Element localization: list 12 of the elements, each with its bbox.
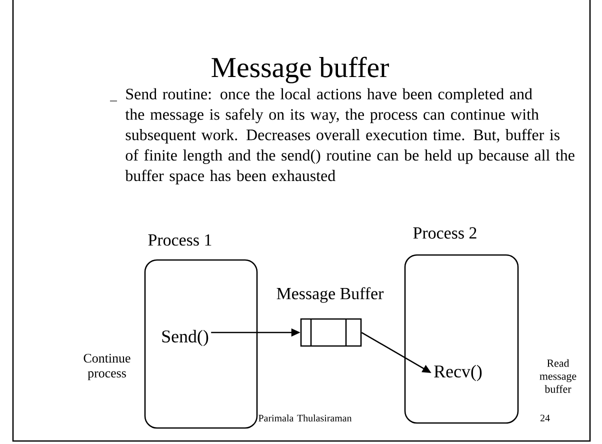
footer-text: Parimala Thulasiraman	[258, 414, 352, 422]
page-number: 24	[540, 414, 550, 422]
node-label: Process 2	[413, 227, 476, 239]
node-label: Message Buffer	[276, 287, 384, 303]
side-note: Continue process	[84, 354, 130, 380]
slide-title: Message buffer	[212, 56, 389, 84]
node-label: Process 1	[148, 234, 212, 246]
side-note: Read message buffer	[540, 359, 576, 393]
function-label: Send()	[162, 330, 208, 346]
bullet-text: Send routine: once the local actions have been completed and the message is safely on its way, the process can continue with subsequent work. Decreases overall execution time. But, buffer is of finite length and the send() routine can be held up because all the buffer space has been exhausted	[125, 88, 574, 184]
function-label: Recv()	[434, 364, 482, 382]
buffer-queue: Message Buffer	[275, 286, 385, 347]
